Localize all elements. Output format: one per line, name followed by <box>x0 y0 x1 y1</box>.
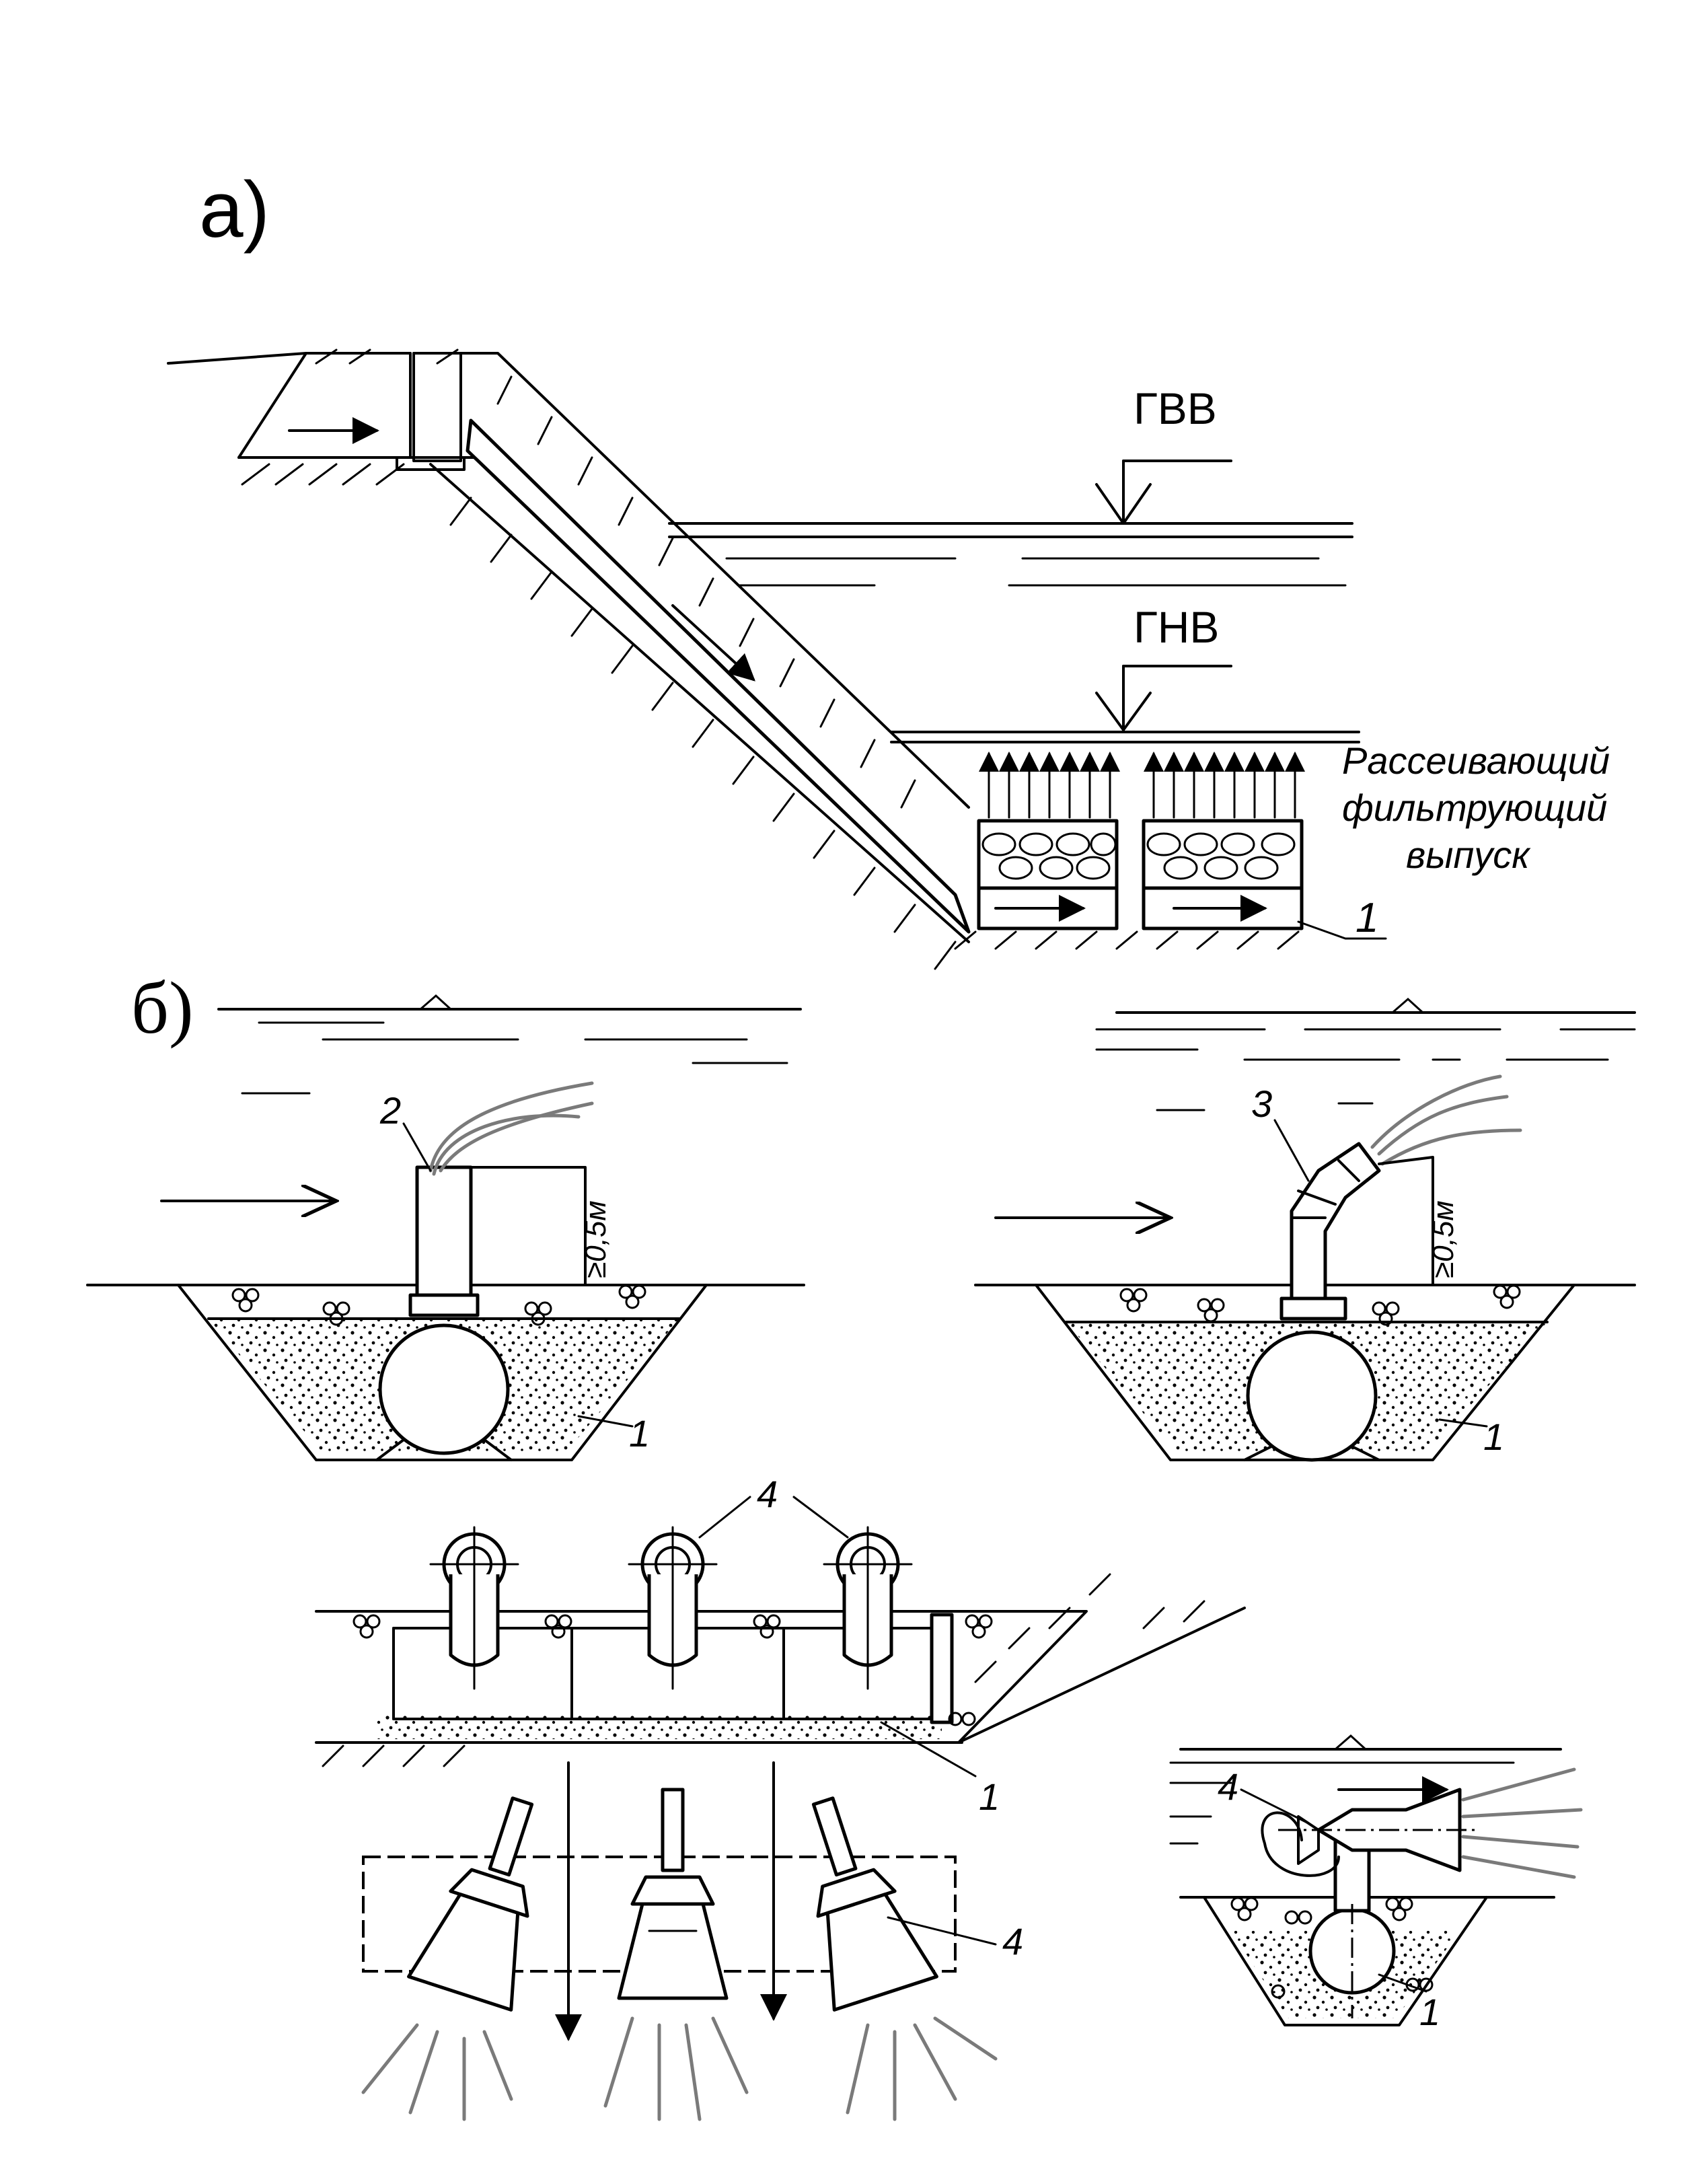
high-water-level: ГВВ <box>668 383 1353 587</box>
low-water-label: ГНВ <box>1134 602 1219 652</box>
left-cross-section: 2 ≥0,5м 1 <box>86 994 805 1461</box>
ref-1-long: 1 <box>979 1775 1000 1818</box>
outlet-label-line3: выпуск <box>1406 834 1531 876</box>
panel-b-label: б) <box>131 967 194 1049</box>
ref-4-long: 4 <box>757 1473 778 1515</box>
dim-left: ≥0,5м <box>579 1201 612 1278</box>
inlet-well <box>412 352 462 462</box>
buried-pipe-right <box>1246 1330 1378 1462</box>
low-water-level: ГНВ <box>890 602 1360 743</box>
sloped-outfall-pipe <box>466 418 971 934</box>
high-water-label: ГВВ <box>1134 383 1217 433</box>
long-section: 4 1 <box>315 1473 1246 1818</box>
inlet-channel <box>237 352 412 459</box>
outlet-label-line1: Рассеивающий <box>1342 739 1610 782</box>
ref-1-detail: 1 <box>1419 1991 1440 2033</box>
panel-a: а) <box>167 166 1610 970</box>
ref-4-plan: 4 <box>1002 1920 1023 1963</box>
ref-3-right: 3 <box>1251 1083 1272 1125</box>
dim-right: ≥0,5м <box>1427 1201 1460 1278</box>
detail-section: 4 1 <box>1169 1734 1583 2033</box>
panel-b: б) <box>86 967 1636 2121</box>
right-cross-section: 3 ≥0,5м 1 <box>974 997 1636 1462</box>
ref-1-panel-a: 1 <box>1356 895 1378 941</box>
nozzles-4 <box>429 1526 913 1690</box>
panel-a-label: а) <box>199 166 270 254</box>
ref-1-left: 1 <box>629 1412 650 1455</box>
buried-pipe-left <box>378 1323 510 1455</box>
plan-view: 4 <box>361 1761 1023 2121</box>
outlet-label-line2: фильтрующий <box>1342 786 1607 829</box>
pipe-flow-arrow <box>671 604 755 682</box>
ref-2-left: 2 <box>379 1089 401 1132</box>
filtering-outlet: Рассеивающий фильтрующий выпуск 1 <box>954 739 1610 950</box>
nozzle-3 <box>1290 1142 1381 1300</box>
ref-4-detail: 4 <box>1218 1765 1238 1808</box>
nozzle-2 <box>415 1165 473 1297</box>
ref-1-right: 1 <box>1483 1416 1504 1458</box>
